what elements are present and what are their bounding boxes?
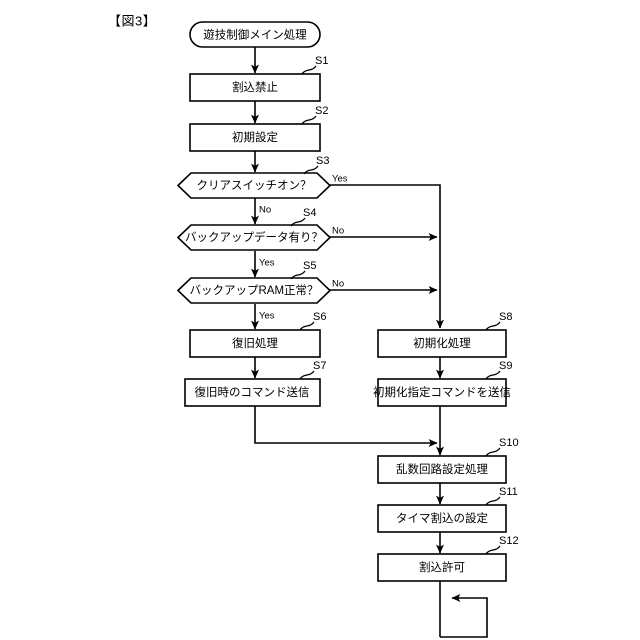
node-s6-step: S6: [313, 311, 326, 323]
node-s9-shape: [377, 378, 507, 407]
node-s5-no-label: No: [332, 279, 344, 290]
node-s12-label: 割込許可: [419, 560, 465, 574]
node-s6-shape: [189, 329, 321, 358]
node-s6-label: 復旧処理: [232, 336, 278, 350]
node-s7-shape: [184, 378, 321, 407]
node-s8[interactable]: 初期化処理 S8: [377, 311, 512, 358]
node-s10-shape: [377, 455, 507, 484]
node-s3-step: S3: [316, 155, 329, 167]
node-s4[interactable]: バックアップデータ有り？ S4 No Yes: [176, 207, 344, 269]
node-s4-leader: [290, 217, 306, 227]
node-s2-label: 初期設定: [232, 130, 278, 144]
node-s3-no-label: No: [259, 205, 271, 216]
node-s11-step: S11: [499, 486, 518, 498]
node-s7[interactable]: 復旧時のコマンド送信 S7: [184, 360, 326, 407]
node-s8-step: S8: [499, 311, 512, 323]
node-s5-label: バックアップRAM正常？: [189, 284, 318, 297]
node-s11[interactable]: タイマ割込の設定 S11: [377, 486, 518, 533]
node-s3-shape: [176, 172, 332, 199]
node-s4-label: バックアップデータ有り？: [185, 230, 323, 244]
node-s7-step: S7: [313, 360, 326, 372]
node-s6-leader: [299, 321, 315, 331]
node-s4-yes-label: Yes: [259, 258, 275, 269]
node-s5-yes-label: Yes: [259, 311, 275, 322]
node-s1[interactable]: 割込禁止 S1: [189, 55, 328, 102]
node-s1-step: S1: [315, 55, 328, 67]
node-s5-step: S5: [303, 260, 316, 272]
node-s11-shape: [377, 504, 507, 533]
node-s9-leader: [485, 370, 501, 380]
node-s4-step: S4: [303, 207, 316, 219]
node-s3-label: クリアスイッチオン？: [197, 179, 312, 192]
node-s12[interactable]: 割込許可 S12: [377, 535, 519, 582]
node-s5-leader: [290, 270, 306, 280]
connector-layer: [251, 47, 488, 638]
node-s8-shape: [377, 329, 507, 358]
node-s2[interactable]: 初期設定 S2: [189, 105, 328, 152]
node-start-label: 遊技制御メイン処理: [203, 28, 307, 42]
node-s10[interactable]: 乱数回路設定処理 S10: [377, 437, 519, 484]
node-s2-step: S2: [315, 105, 328, 117]
node-s11-label: タイマ割込の設定: [396, 511, 488, 525]
node-s3-leader: [303, 165, 319, 175]
node-s12-step: S12: [499, 535, 519, 547]
node-s10-leader: [485, 447, 501, 457]
figure-title: 【図3】: [108, 13, 156, 28]
node-s10-step: S10: [499, 437, 519, 449]
connector-loop-back: [440, 594, 488, 638]
node-s4-no-label: No: [332, 226, 344, 237]
connector-s3-yes-to-trunk: [330, 184, 444, 329]
node-s1-shape: [189, 73, 321, 102]
node-s12-leader: [485, 545, 501, 555]
node-s5-shape: [176, 277, 332, 304]
node-s7-label: 復旧時のコマンド送信: [195, 385, 310, 399]
node-s2-shape: [189, 123, 321, 152]
node-s10-label: 乱数回路設定処理: [396, 462, 488, 476]
node-s9[interactable]: 初期化指定コマンドを送信 S9: [373, 360, 512, 407]
node-s6[interactable]: 復旧処理 S6: [189, 311, 326, 358]
node-s8-label: 初期化処理: [413, 336, 471, 350]
node-s8-leader: [485, 321, 501, 331]
node-s4-shape: [176, 224, 332, 251]
node-s7-leader: [299, 370, 315, 380]
node-s9-step: S9: [499, 360, 512, 372]
node-s11-leader: [485, 496, 501, 506]
node-start-shape: [189, 21, 321, 48]
node-s1-leader: [301, 65, 317, 75]
node-s3-yes-label: Yes: [332, 174, 348, 185]
connector-s7-merge-to-trunk: [254, 406, 438, 447]
node-start[interactable]: 遊技制御メイン処理: [189, 21, 321, 48]
node-s1-label: 割込禁止: [232, 80, 278, 94]
node-s2-leader: [301, 115, 317, 125]
node-s9-label: 初期化指定コマンドを送信: [373, 385, 511, 399]
node-s12-shape: [377, 553, 507, 582]
node-s3[interactable]: クリアスイッチオン？ S3 Yes No: [176, 155, 348, 216]
node-s5[interactable]: バックアップRAM正常？ S5 No Yes: [176, 260, 344, 322]
